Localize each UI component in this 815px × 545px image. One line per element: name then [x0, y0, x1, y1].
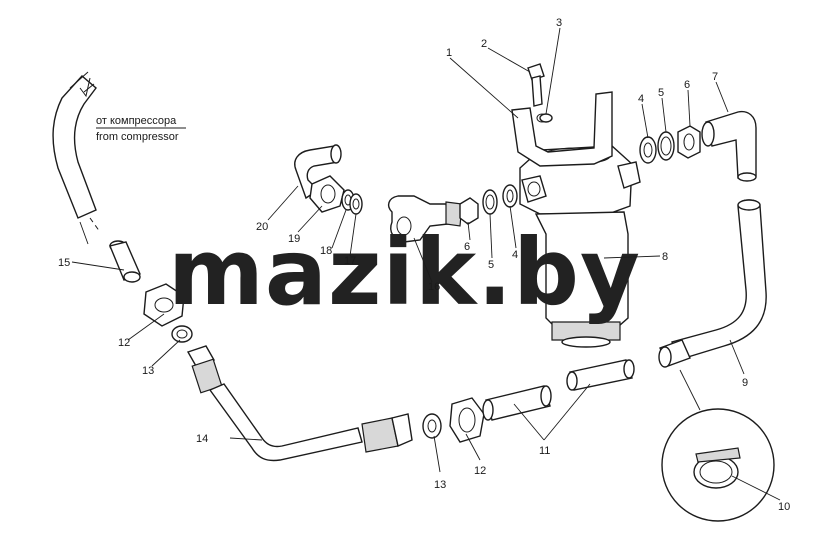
flow-direction-note: от компрессора from compressor [96, 115, 186, 143]
part-11-sleeves [482, 359, 635, 421]
part-10-hose-clamp [661, 369, 775, 522]
part-13-seal-bottom [422, 413, 442, 439]
part-1-bracket [511, 91, 613, 167]
part-3-washer [539, 113, 553, 123]
part-4-seal-center [502, 184, 518, 208]
callout-2: 2 [481, 38, 487, 50]
note-english: from compressor [96, 131, 179, 143]
part-8-filter-housing [519, 145, 641, 348]
callout-10: 10 [778, 501, 790, 513]
callout-4-right: 4 [638, 93, 644, 105]
part-13-seal-left [171, 325, 193, 343]
part-5-ring-center [482, 189, 498, 215]
part-14-connecting-pipe [186, 345, 413, 462]
callout-3: 3 [556, 17, 562, 29]
part-6-nut-center [459, 197, 479, 225]
callout-12-bottom: 12 [474, 465, 486, 477]
part-19-fitting [309, 175, 345, 213]
note-russian: от компрессора [96, 115, 177, 127]
part-15-sleeve [109, 240, 141, 283]
callout-12-left: 12 [118, 337, 130, 349]
callout-labels: 1 2 3 4 5 6 7 8 9 10 11 12 13 14 12 13 1… [58, 17, 790, 513]
callout-5-right: 5 [658, 87, 664, 99]
callout-16: 16 [428, 281, 440, 293]
callout-19: 19 [288, 233, 300, 245]
callout-13-bottom: 13 [434, 479, 446, 491]
callout-18: 18 [320, 245, 332, 257]
part-16-elbow-fitting [387, 195, 463, 243]
callout-11: 11 [539, 445, 550, 457]
callout-15: 15 [58, 257, 70, 269]
leader-lines [71, 27, 781, 501]
callout-1: 1 [446, 47, 452, 59]
part-5-ring-right [657, 131, 675, 161]
callout-5-center: 5 [488, 259, 494, 271]
part-20-bent-tube [294, 144, 342, 200]
part-9-hose [658, 199, 767, 368]
callout-9: 9 [742, 377, 748, 389]
callout-7: 7 [712, 71, 718, 83]
callout-14: 14 [196, 433, 208, 445]
part-15-inlet-pipe [52, 71, 101, 233]
callout-20: 20 [256, 221, 268, 233]
part-12-union-nut-bottom [449, 397, 485, 443]
callout-6-center: 6 [464, 241, 470, 253]
callout-6-right: 6 [684, 79, 690, 91]
part-4-seal-right [639, 136, 657, 164]
watermark-logo: mazik.by [168, 219, 641, 326]
callout-13-left: 13 [142, 365, 154, 377]
callout-4-center: 4 [512, 249, 518, 261]
callout-8: 8 [662, 251, 668, 263]
part-17-washer [349, 193, 363, 215]
callout-17: 17 [344, 255, 356, 267]
part-7-elbow-fitting [701, 110, 757, 182]
part-12-union-nut-left [143, 283, 185, 327]
part-2-bolt [527, 63, 545, 107]
part-6-nut-right [677, 125, 701, 159]
